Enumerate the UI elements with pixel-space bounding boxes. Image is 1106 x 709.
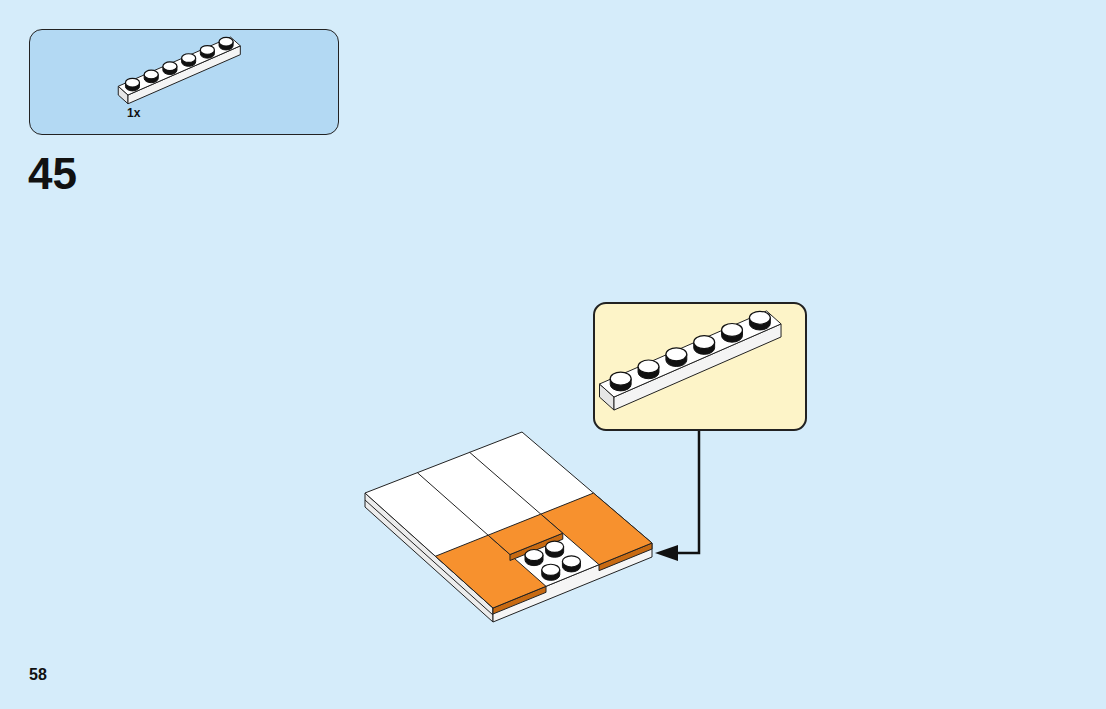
plate-top [118, 37, 240, 95]
stud-top [219, 37, 233, 46]
part-picture [30, 30, 330, 130]
callout-box [594, 303, 806, 430]
plate-front [614, 324, 781, 410]
stud-top [182, 54, 196, 63]
stud-top [610, 372, 631, 385]
stud-top [694, 336, 715, 349]
plate-front [128, 46, 240, 104]
stud-top [542, 564, 560, 575]
plate-top [600, 311, 782, 397]
model [365, 432, 652, 622]
stud-top [638, 360, 659, 373]
stud-top [144, 70, 158, 79]
stud-top [525, 550, 543, 561]
plate-callout [600, 311, 782, 410]
orange-tile [488, 514, 563, 554]
stud-top [722, 323, 743, 336]
parts-box: 1x [29, 29, 339, 135]
page-number: 58 [29, 667, 47, 683]
stud-top [749, 311, 770, 324]
base-top [365, 432, 652, 608]
stud-top [562, 556, 580, 567]
tile-seam [470, 452, 541, 514]
callout-leader [670, 431, 699, 553]
stud-top [666, 348, 687, 361]
stud-top [125, 78, 139, 87]
tile-seam [417, 473, 488, 536]
step-number: 45 [28, 152, 77, 196]
stud-top [546, 541, 564, 552]
stud-top [200, 46, 214, 55]
arrow-head [655, 545, 678, 561]
stud-top [163, 62, 177, 71]
part-count: 1x [127, 107, 140, 119]
